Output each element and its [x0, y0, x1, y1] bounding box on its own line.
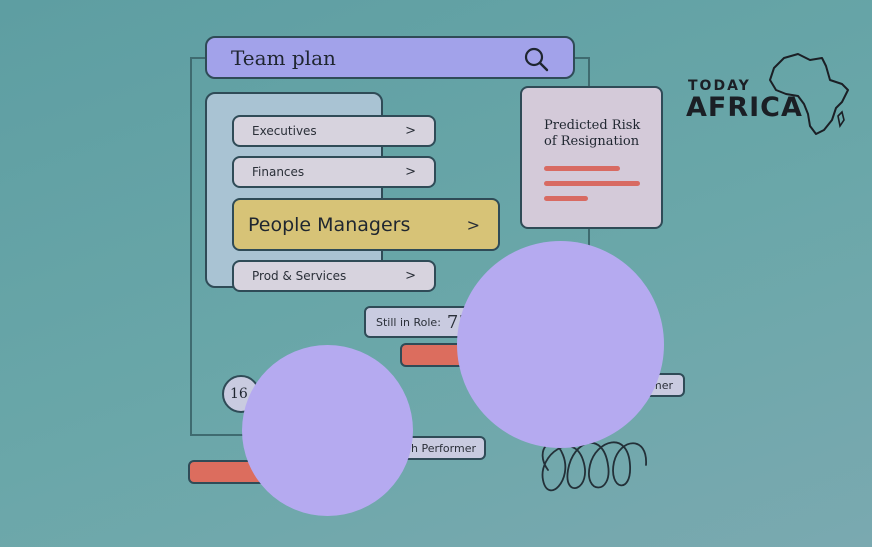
- risk-bar: [544, 181, 640, 186]
- resignation-risk-card: Predicted Risk of Resignation: [520, 86, 663, 229]
- still-in-role-label: Still in Role:: [376, 315, 441, 329]
- frame-top-left-line: [190, 57, 206, 59]
- count-value: 16: [230, 386, 248, 402]
- purple-circle-large: [457, 241, 664, 448]
- frame-right-line-lower: [588, 228, 590, 246]
- search-title: Team plan: [231, 46, 336, 70]
- menu-item-label: Finances: [252, 165, 305, 179]
- risk-bar: [544, 166, 620, 171]
- frame-right-line: [588, 57, 590, 87]
- menu-item-prod-services[interactable]: Prod & Services >: [232, 260, 436, 292]
- search-bar[interactable]: Team plan: [205, 36, 575, 79]
- logo-line1: TODAY: [688, 78, 751, 94]
- high-performer-label: gh Performer: [404, 441, 476, 455]
- search-icon[interactable]: [523, 46, 549, 72]
- risk-card-title: Predicted Risk of Resignation: [544, 118, 641, 149]
- menu-item-finances[interactable]: Finances >: [232, 156, 436, 188]
- menu-item-label: People Managers: [248, 213, 411, 236]
- purple-circle-small: [242, 345, 413, 516]
- menu-item-label: Executives: [252, 124, 317, 138]
- risk-bar: [544, 196, 588, 201]
- menu-item-label: Prod & Services: [252, 269, 347, 283]
- chevron-right-icon: >: [405, 123, 416, 139]
- frame-bottom-line: [190, 434, 260, 436]
- menu-item-executives[interactable]: Executives >: [232, 115, 436, 147]
- menu-item-people-managers[interactable]: People Managers >: [232, 198, 500, 251]
- frame-left-line: [190, 58, 192, 435]
- chevron-right-icon: >: [466, 215, 480, 234]
- africa-map-icon: [769, 53, 849, 135]
- frame-top-right-line: [575, 57, 590, 59]
- logo-line2: AFRICA: [686, 92, 803, 123]
- chevron-right-icon: >: [405, 164, 416, 180]
- chevron-right-icon: >: [405, 268, 416, 284]
- today-africa-logo: TODAY AFRICA: [684, 50, 854, 140]
